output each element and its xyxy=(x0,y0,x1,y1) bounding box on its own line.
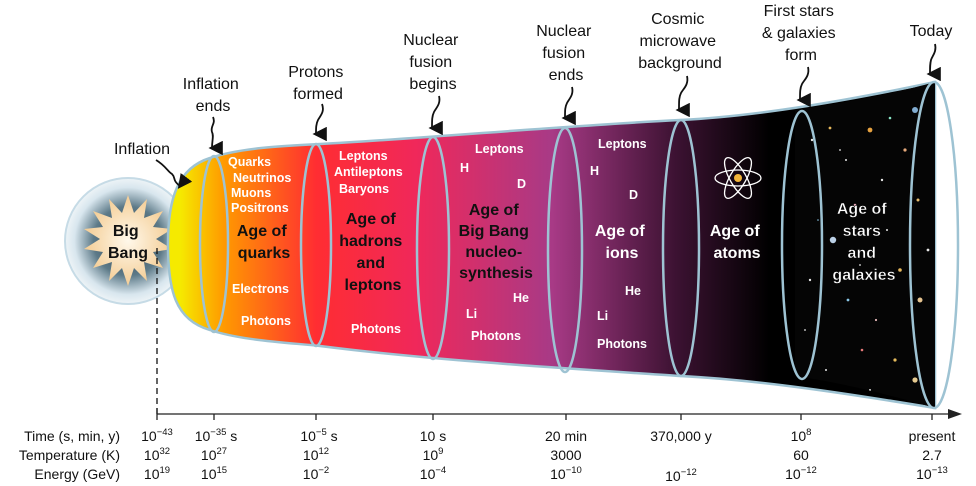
era-boundaries xyxy=(198,80,960,410)
svg-text:H: H xyxy=(460,161,469,175)
svg-text:10−13: 10−13 xyxy=(916,465,948,482)
axis-arrow-icon xyxy=(948,409,962,419)
svg-text:Electrons: Electrons xyxy=(232,282,289,296)
svg-text:D: D xyxy=(629,188,638,202)
timeline-axis xyxy=(156,408,962,420)
svg-text:Energy (GeV): Energy (GeV) xyxy=(34,466,120,482)
svg-text:Time (s, min, y): Time (s, min, y) xyxy=(24,428,120,444)
svg-text:Positrons: Positrons xyxy=(231,201,289,215)
svg-text:Leptons: Leptons xyxy=(475,142,524,156)
svg-text:Photons: Photons xyxy=(471,329,521,343)
event-inflation-ends: Inflation ends xyxy=(183,76,244,115)
event-nuclear-fusion-ends: Nuclear fusion ends xyxy=(536,23,596,84)
era-nucleosynthesis: Leptons H D Age of Big Bang nucleo- synt… xyxy=(459,142,534,343)
big-bang-label: Big Bang xyxy=(108,223,148,262)
atom-icon xyxy=(714,157,762,199)
era-quarks: Quarks Neutrinos Muons Positrons Age of … xyxy=(228,155,291,328)
svg-text:present: present xyxy=(909,428,956,444)
svg-text:D: D xyxy=(517,177,526,191)
svg-text:He: He xyxy=(625,284,641,298)
svg-text:Leptons: Leptons xyxy=(598,137,647,151)
svg-text:1032: 1032 xyxy=(144,446,170,463)
svg-text:Age of atoms: Age of atoms xyxy=(710,223,764,262)
deep-field-image xyxy=(795,82,935,408)
svg-text:Age of ions: Age of ions xyxy=(595,223,649,262)
svg-text:Age of stars and: Age of stars and galaxies xyxy=(832,201,895,284)
svg-text:2.7: 2.7 xyxy=(922,447,942,463)
svg-text:H: H xyxy=(590,164,599,178)
svg-text:20 min: 20 min xyxy=(545,428,587,444)
svg-text:1019: 1019 xyxy=(144,465,170,482)
svg-text:Photons: Photons xyxy=(351,322,401,336)
universe-expansion-tube xyxy=(166,80,937,410)
svg-text:108: 108 xyxy=(791,427,812,444)
svg-text:10−4: 10−4 xyxy=(420,465,446,482)
svg-text:Baryons: Baryons xyxy=(339,182,389,196)
svg-text:10−10: 10−10 xyxy=(550,465,582,482)
svg-text:10−12: 10−12 xyxy=(665,467,697,484)
event-protons-formed: Protons formed xyxy=(288,64,348,103)
svg-text:10−12: 10−12 xyxy=(785,465,817,482)
starburst-icon xyxy=(84,195,172,286)
svg-text:370,000 y: 370,000 y xyxy=(650,428,712,444)
svg-text:Photons: Photons xyxy=(241,314,291,328)
event-labels: Inflation Inflation ends Protons formed … xyxy=(114,3,953,189)
svg-text:Neutrinos: Neutrinos xyxy=(233,171,291,185)
event-inflation: Inflation xyxy=(114,141,170,158)
event-today: Today xyxy=(910,23,953,40)
era-ions: Leptons H D Age of ions He Li Photons xyxy=(590,137,649,351)
era-hadrons-leptons: Leptons Antileptons Baryons Age of hadro… xyxy=(334,149,407,336)
svg-text:109: 109 xyxy=(423,446,444,463)
axis-row-labels: Time (s, min, y) Temperature (K) Energy … xyxy=(19,428,120,482)
svg-text:1027: 1027 xyxy=(201,446,227,463)
event-nuclear-fusion-begins: Nuclear fusion begins xyxy=(403,32,463,93)
svg-text:Antileptons: Antileptons xyxy=(334,165,403,179)
svg-text:Age of Big Bang nu: Age of Big Bang nucleo- synthesis xyxy=(459,202,534,282)
svg-text:He: He xyxy=(513,291,529,305)
svg-text:3000: 3000 xyxy=(550,447,581,463)
svg-text:10−43: 10−43 xyxy=(141,427,173,444)
svg-text:10−5 s: 10−5 s xyxy=(300,427,337,444)
era-atoms: Age of atoms xyxy=(710,157,764,262)
event-first-stars: First stars & galaxies form xyxy=(762,3,840,64)
svg-text:Li: Li xyxy=(597,309,608,323)
era-stars-galaxies: Age of stars and galaxies xyxy=(832,201,896,284)
svg-text:Muons: Muons xyxy=(231,186,271,200)
svg-text:Photons: Photons xyxy=(597,337,647,351)
svg-text:10 s: 10 s xyxy=(420,428,446,444)
event-cmb: Cosmic microwave background xyxy=(638,11,722,72)
axis-tick-values: 10−43 1032 1019 10−35 s 1027 1015 10−5 s… xyxy=(141,427,955,484)
svg-text:Quarks: Quarks xyxy=(228,155,271,169)
svg-text:10−2: 10−2 xyxy=(303,465,329,482)
svg-text:Li: Li xyxy=(466,307,477,321)
svg-text:Temperature (K): Temperature (K) xyxy=(19,447,120,463)
svg-text:1012: 1012 xyxy=(303,446,329,463)
big-bang-graphic xyxy=(64,177,192,305)
svg-text:Age of hadrons and: Age of hadrons and leptons xyxy=(339,211,407,294)
svg-text:60: 60 xyxy=(793,447,809,463)
svg-text:Leptons: Leptons xyxy=(339,149,388,163)
svg-text:10−35 s: 10−35 s xyxy=(195,427,238,444)
svg-text:Age of quarks: Age of quarks xyxy=(237,223,291,262)
svg-text:1015: 1015 xyxy=(201,465,227,482)
